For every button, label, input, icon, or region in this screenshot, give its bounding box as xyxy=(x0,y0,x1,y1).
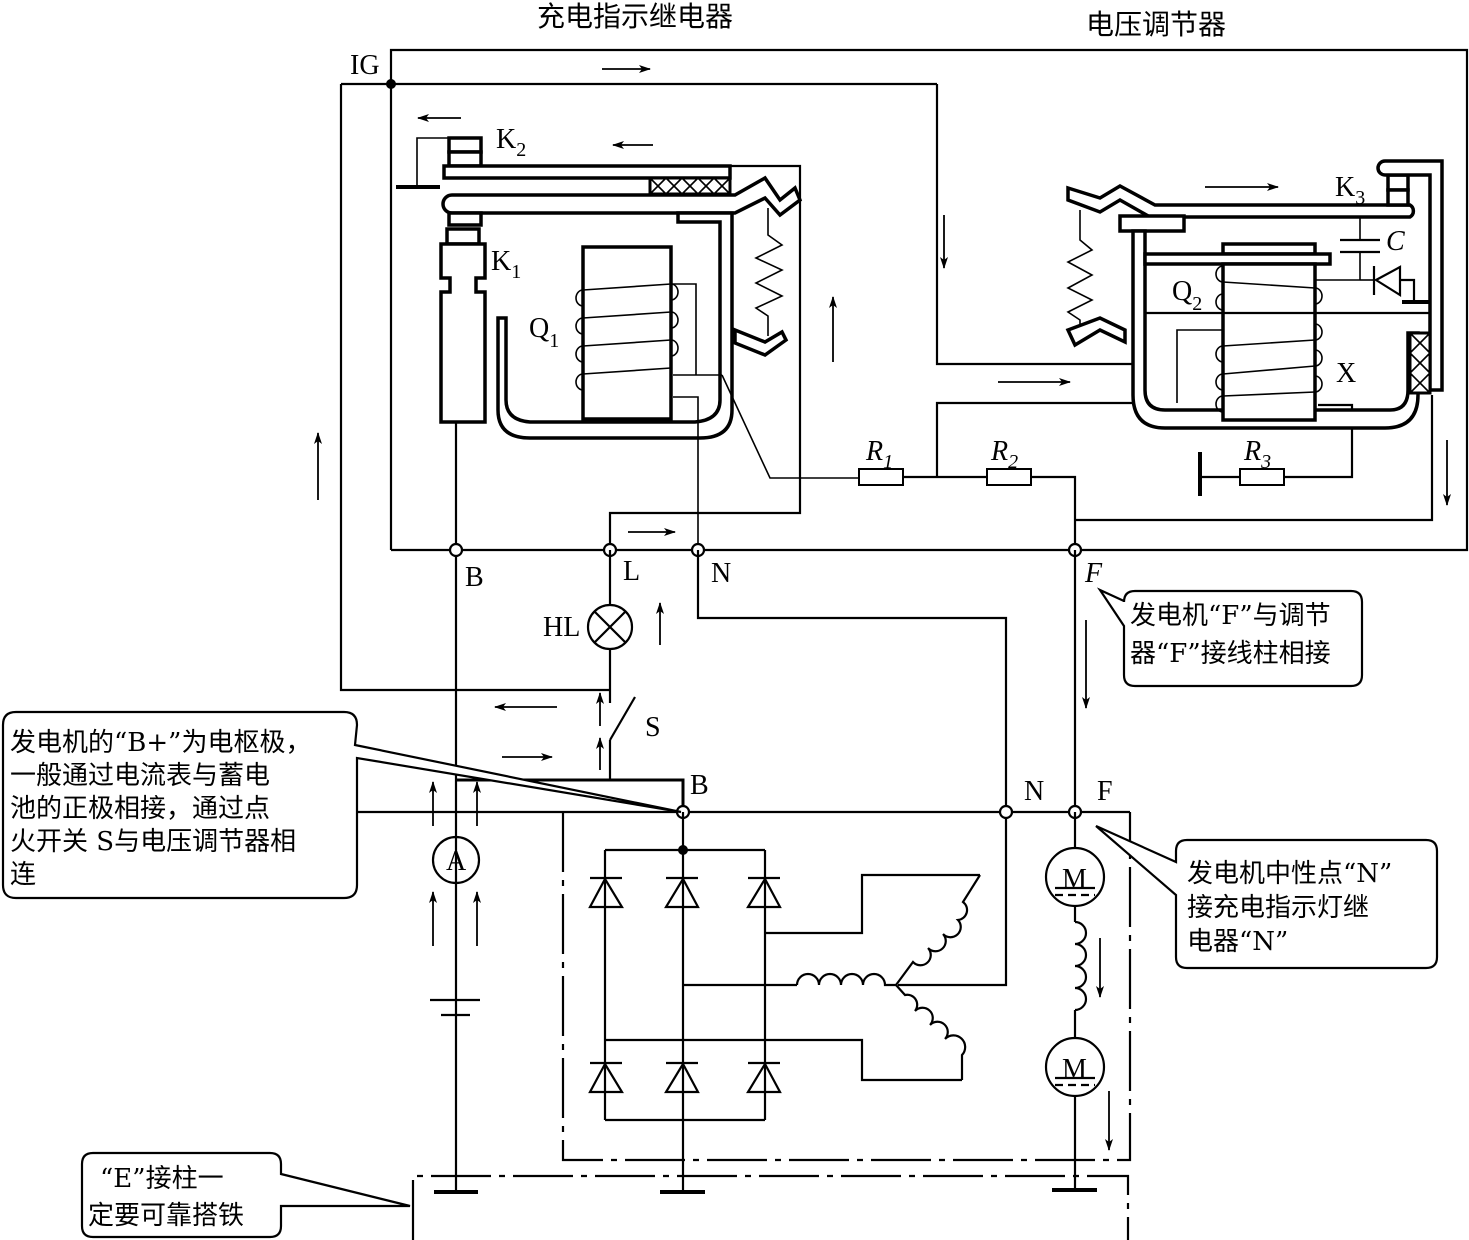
q1-core xyxy=(581,245,673,421)
q2-coil xyxy=(1176,265,1360,413)
motor-2-label: M xyxy=(1062,1054,1087,1085)
field-circuit xyxy=(1044,812,1106,1190)
charge-relay-title: 充电指示继电器 xyxy=(537,0,733,33)
callout-f-terminal: 发电机“F”与调节 器“F”接线柱相接 xyxy=(1096,587,1364,688)
current-flow-arrows xyxy=(314,65,1451,1151)
note-b-plus-line-1: 发电机的“B+”为电枢极， xyxy=(10,728,311,758)
k1-contact-post xyxy=(439,242,487,424)
note-n-line-3: 电器“N” xyxy=(1187,927,1288,957)
generator-b-label: B xyxy=(690,770,709,801)
callout-b-plus: 发电机的“B+”为电枢极， 一般通过电流表与蓄电 池的正极相接，通过点 火开关 … xyxy=(1,710,682,900)
motor-1-label: M xyxy=(1062,864,1087,895)
k2-contact-bottom xyxy=(447,150,483,168)
ammeter-label: A xyxy=(446,846,467,877)
r2-label: R2 xyxy=(990,436,1018,473)
s-label: S xyxy=(645,712,661,743)
terminal-f-label: F xyxy=(1084,558,1103,589)
x-label: X xyxy=(1336,358,1356,389)
c-label: C xyxy=(1386,226,1405,257)
regulator-armature xyxy=(1066,183,1416,219)
terminal-b[interactable] xyxy=(448,542,464,558)
diode-regulator xyxy=(1372,265,1430,304)
r1-resistor xyxy=(858,468,904,486)
note-f-line-2: 器“F”接线柱相接 xyxy=(1130,639,1331,669)
k1-label: K1 xyxy=(491,246,521,283)
r1-label: R1 xyxy=(865,436,893,473)
generator-terminal-n[interactable] xyxy=(998,804,1014,820)
note-e-line-2: 定要可靠搭铁 xyxy=(88,1201,244,1231)
r3-label: R3 xyxy=(1243,436,1271,473)
n-wire xyxy=(696,550,1008,987)
regulator-yoke xyxy=(1131,229,1420,430)
ammeter xyxy=(431,835,481,885)
rectifier-bridge xyxy=(588,812,980,1190)
terminal-b-label: B xyxy=(465,562,484,593)
generator-f-label: F xyxy=(1097,776,1113,807)
regulator-spring xyxy=(1066,210,1094,330)
hl-label: HL xyxy=(543,612,580,643)
callout-e-terminal: “E”接柱一 定要可靠搭铁 xyxy=(80,1151,411,1239)
charge-indicator-lamp xyxy=(586,550,634,703)
battery xyxy=(430,998,480,1017)
relay-spring xyxy=(754,208,784,336)
q1-label: Q1 xyxy=(529,313,559,352)
diode-upper xyxy=(588,876,782,909)
note-b-plus-line-4: 火开关 S与电压调节器相 xyxy=(10,827,296,857)
generator-housing xyxy=(561,812,1132,1162)
ig-junction-dot xyxy=(386,79,396,89)
terminal-n-label: N xyxy=(711,558,731,589)
ig-wiring xyxy=(339,48,1469,692)
terminal-l-label: L xyxy=(623,556,640,587)
note-e-line-1: “E”接柱一 xyxy=(100,1164,224,1194)
ignition-switch-s[interactable] xyxy=(608,696,636,780)
capacitor-c xyxy=(1340,217,1380,281)
q1-coil xyxy=(575,283,860,550)
voltage-regulator-title: 电压调节器 xyxy=(1086,8,1226,41)
e-terminal-housing xyxy=(411,1174,1130,1240)
note-b-plus-line-2: 一般通过电流表与蓄电 xyxy=(10,761,270,791)
note-n-line-2: 接充电指示灯继 xyxy=(1187,893,1369,923)
k2-label: K2 xyxy=(496,124,526,161)
relay-yoke xyxy=(496,211,734,440)
q2-core xyxy=(1221,262,1317,422)
stator-windings xyxy=(795,874,981,1080)
note-n-line-1: 发电机中性点“N” xyxy=(1187,859,1392,889)
charge-relay xyxy=(396,136,860,550)
note-b-plus-line-3: 池的正极相接，通过点 xyxy=(10,794,270,824)
diode-lower xyxy=(588,1061,782,1094)
note-b-plus-line-5: 连 xyxy=(10,860,36,890)
lower-armature xyxy=(441,175,803,218)
upper-armature xyxy=(442,164,732,180)
k3-label: K3 xyxy=(1335,172,1365,209)
q2-label: Q2 xyxy=(1172,276,1202,315)
k2-contact-top xyxy=(447,136,483,154)
note-f-line-1: 发电机“F”与调节 xyxy=(1130,601,1331,631)
voltage-regulator xyxy=(1065,159,1444,430)
callout-n-terminal: 发电机中性点“N” 接充电指示灯继 电器“N” xyxy=(1095,824,1439,970)
ig-label: IG xyxy=(350,50,380,81)
resistor-network xyxy=(858,395,1434,550)
generator-n-label: N xyxy=(1024,776,1044,807)
